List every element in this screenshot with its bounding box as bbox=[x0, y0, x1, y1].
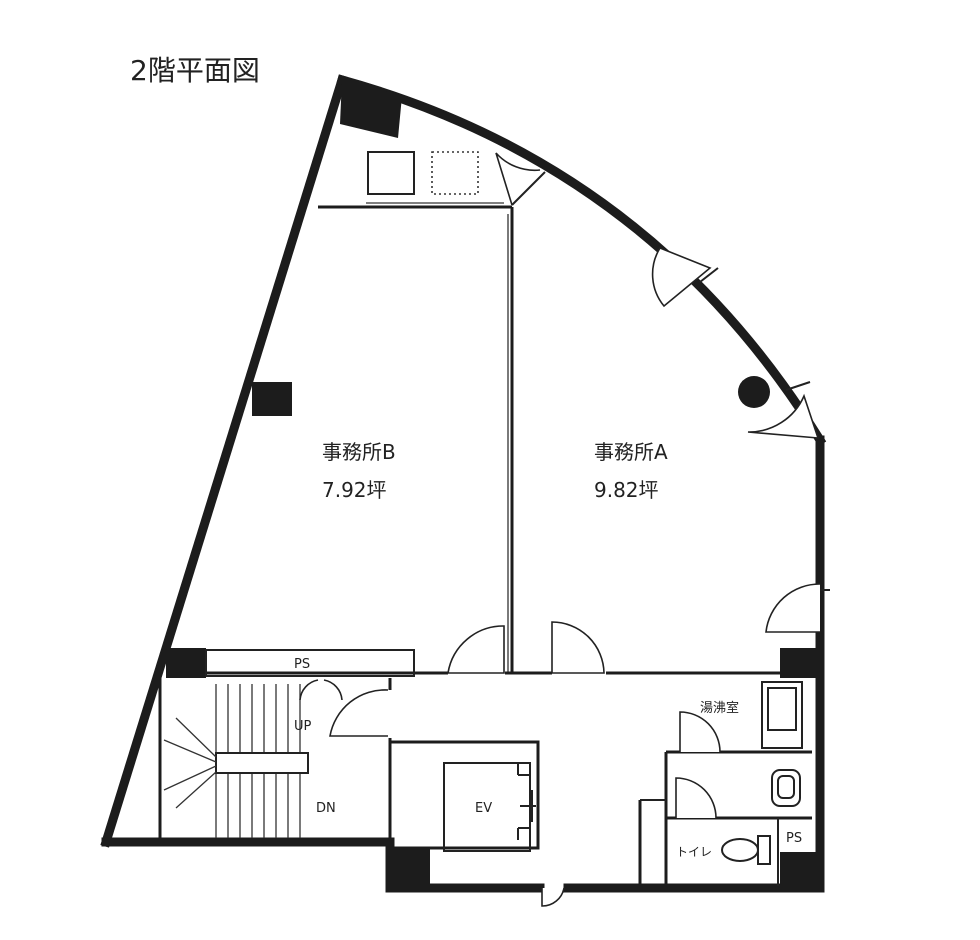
kitchenette-label: 湯沸室 bbox=[700, 700, 739, 716]
interior-walls bbox=[158, 202, 812, 886]
office-a-name: 事務所A bbox=[594, 440, 668, 464]
top-closet bbox=[367, 151, 479, 195]
ps-top-label: PS bbox=[294, 657, 310, 672]
office-b-area: 7.92坪 bbox=[322, 478, 387, 502]
dn-label: DN bbox=[316, 801, 336, 816]
structural-columns bbox=[166, 78, 822, 888]
ps-toilet-label: PS bbox=[786, 831, 802, 846]
toilet-label: トイレ bbox=[676, 845, 712, 859]
ev-label: EV bbox=[475, 801, 492, 816]
room-labels: 事務所B 7.92坪 事務所A 9.82坪 PS UP DN EV 湯沸室 トイ… bbox=[294, 440, 802, 859]
office-a-area: 9.82坪 bbox=[594, 478, 659, 502]
office-b-name: 事務所B bbox=[322, 440, 396, 464]
staircase bbox=[163, 684, 309, 838]
round-column bbox=[738, 376, 770, 408]
up-label: UP bbox=[294, 719, 312, 734]
plan-title: 2階平面図 bbox=[130, 54, 260, 87]
doors bbox=[299, 152, 830, 907]
